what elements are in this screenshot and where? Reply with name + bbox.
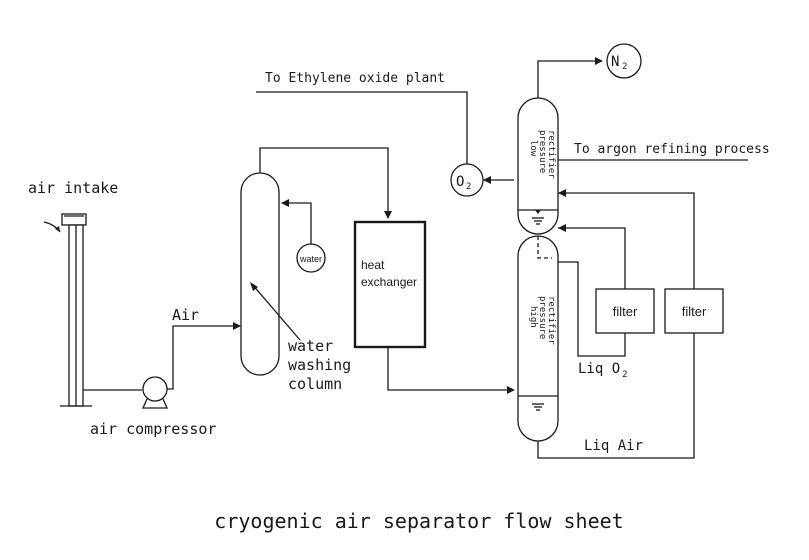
low-pressure-rectifier-label: low pressure rectifier xyxy=(528,130,556,179)
filter-1-label: filter xyxy=(613,304,638,319)
liq-o2-arrowhead xyxy=(558,224,566,232)
high-pressure-rectifier-label: high pressure rectifier xyxy=(528,296,556,345)
hx-inlet-arrowhead xyxy=(384,211,392,219)
svg-text:pressure: pressure xyxy=(537,296,547,339)
svg-text:heat: heat xyxy=(361,258,385,272)
pipe-liq-air-bottom xyxy=(537,333,695,459)
water-washing-column-label: water washing column xyxy=(288,337,351,393)
pipe-column-hx xyxy=(259,147,389,218)
svg-text:2: 2 xyxy=(622,62,627,72)
o2-outlet: O 2 xyxy=(450,163,484,197)
air-compressor xyxy=(141,376,169,409)
heat-exchanger-label: heat exchanger xyxy=(361,258,417,289)
liq-air-arrowhead xyxy=(558,189,566,197)
pipe-ethylene-oxide xyxy=(256,91,468,164)
pipe-hx-hp xyxy=(387,347,513,391)
to-ethylene-oxide-label: To Ethylene oxide plant xyxy=(265,71,445,86)
filter-2-label: filter xyxy=(682,304,707,319)
svg-text:exchanger: exchanger xyxy=(361,275,417,289)
n2-outlet: N 2 xyxy=(606,43,642,79)
hp-inlet-arrowhead xyxy=(507,386,515,394)
pipe-liq-air-top xyxy=(558,192,695,289)
reflux-dashed-line xyxy=(537,236,552,259)
svg-text:2: 2 xyxy=(466,182,471,192)
heat-exchanger xyxy=(353,220,427,349)
svg-text:low: low xyxy=(528,140,538,157)
n2-arrowhead xyxy=(595,57,603,65)
liq-air-label: Liq Air xyxy=(584,438,643,454)
svg-text:N: N xyxy=(611,54,619,70)
svg-text:O: O xyxy=(456,174,464,190)
column-pointer-head xyxy=(250,282,258,291)
to-argon-label: To argon refining process xyxy=(574,142,770,157)
air-intake-label: air intake xyxy=(28,179,118,197)
lp-liquid-mark xyxy=(532,210,544,225)
svg-text:column: column xyxy=(288,375,342,393)
filter-2 xyxy=(664,288,724,334)
high-pressure-rectifier xyxy=(517,235,559,442)
air-arrowhead xyxy=(233,322,241,330)
svg-text:washing: washing xyxy=(288,356,351,374)
svg-text:high: high xyxy=(528,306,538,328)
o2-arrowhead xyxy=(483,176,491,184)
intake-arrowhead xyxy=(55,226,60,232)
svg-text:rectifier: rectifier xyxy=(546,296,556,345)
air-compressor-label: air compressor xyxy=(90,420,216,438)
air-intake-tower xyxy=(60,213,92,407)
low-pressure-rectifier xyxy=(517,97,559,235)
pipe-n2 xyxy=(537,60,600,98)
pipe-liq-o2-top xyxy=(558,227,626,289)
pipe-water xyxy=(282,202,312,244)
water-label: water xyxy=(299,254,322,264)
air-label: Air xyxy=(172,306,199,324)
hp-liquid-mark xyxy=(532,403,544,411)
pipe-air xyxy=(167,325,240,390)
svg-text:rectifier: rectifier xyxy=(546,130,556,179)
pipe-liq-o2-bottom xyxy=(558,261,626,357)
water-arrowhead xyxy=(281,199,289,207)
water-supply: water xyxy=(296,243,326,273)
column-pointer xyxy=(251,283,301,341)
svg-text:pressure: pressure xyxy=(537,130,547,173)
svg-text:water: water xyxy=(288,337,333,355)
water-washing-column xyxy=(240,172,280,376)
diagram-title: cryogenic air separator flow sheet xyxy=(214,509,623,533)
